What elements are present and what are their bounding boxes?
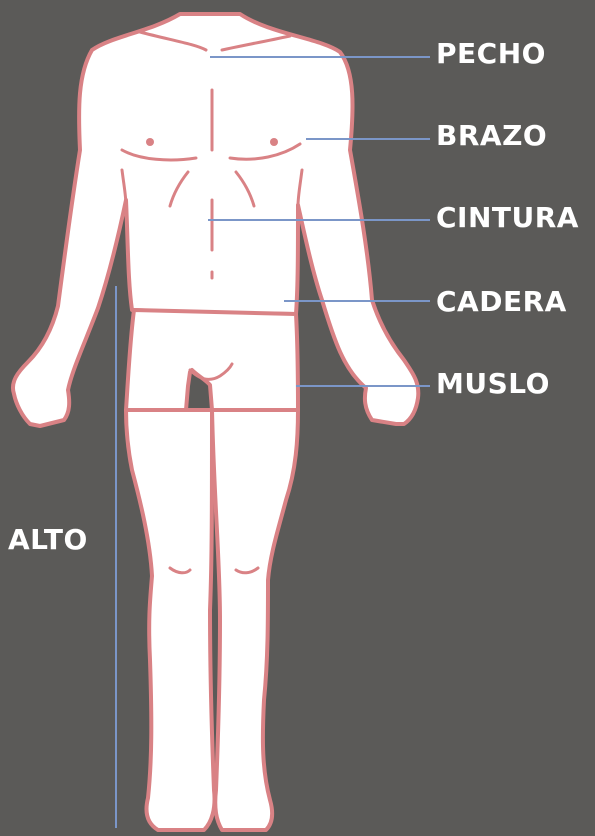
body-figure bbox=[13, 14, 418, 830]
label-arm: BRAZO bbox=[436, 122, 547, 150]
label-chest: PECHO bbox=[436, 40, 546, 68]
nipple-right bbox=[270, 138, 278, 146]
right-leg bbox=[212, 410, 298, 830]
label-thigh: MUSLO bbox=[436, 370, 550, 398]
left-leg bbox=[126, 410, 215, 830]
label-height: ALTO bbox=[8, 526, 88, 554]
label-hip: CADERA bbox=[436, 288, 567, 316]
label-waist: CINTURA bbox=[436, 204, 579, 232]
shorts-region bbox=[126, 310, 298, 410]
nipple-left bbox=[146, 138, 154, 146]
